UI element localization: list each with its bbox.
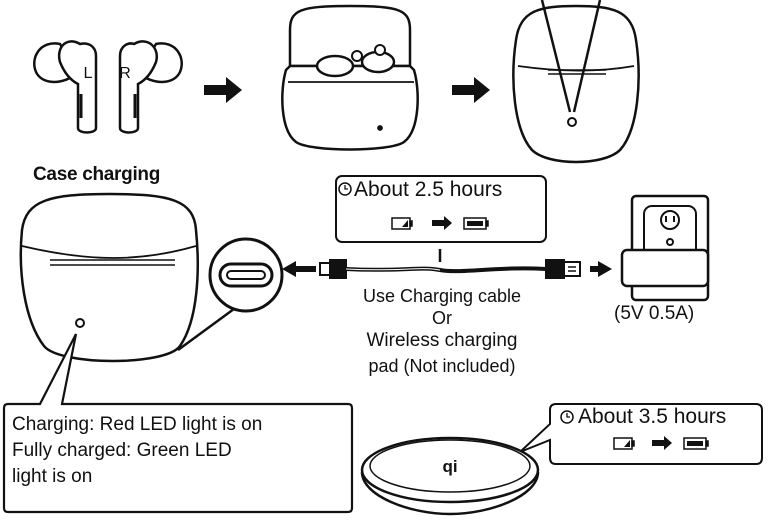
method-wireless-label-2: pad (Not included) bbox=[368, 356, 516, 376]
section-title: Case charging bbox=[33, 164, 161, 185]
charge-arrow-icon bbox=[652, 436, 672, 450]
cable-time-label: About 2.5 hours bbox=[354, 178, 503, 201]
open-case-icon bbox=[281, 4, 419, 151]
method-or-label: Or bbox=[432, 308, 452, 328]
qi-logo: qi bbox=[442, 457, 457, 476]
cable-time-bubble bbox=[335, 175, 547, 243]
step-arrow-1 bbox=[204, 77, 242, 103]
battery-full-icon bbox=[683, 437, 709, 450]
led-status-line: light is on bbox=[12, 466, 93, 487]
step-arrow-2 bbox=[452, 77, 490, 103]
right-earbud-icon bbox=[118, 40, 183, 134]
wireless-time-label: About 3.5 hours bbox=[578, 405, 727, 428]
charge-arrow-icon bbox=[432, 216, 452, 230]
led-status-line: Charging: Red LED light is on bbox=[12, 414, 263, 435]
battery-empty-icon bbox=[613, 437, 635, 450]
led-status-box bbox=[2, 333, 354, 514]
closed-case-icon bbox=[512, 0, 640, 164]
charging-cable-icon bbox=[282, 249, 612, 279]
led-status-line: Fully charged: Green LED bbox=[12, 440, 232, 461]
right-earbud-label: R bbox=[119, 65, 131, 82]
left-earbud-icon bbox=[33, 40, 98, 134]
left-earbud-label: L bbox=[84, 65, 93, 82]
adapter-spec-label: (5V 0.5A) bbox=[614, 303, 695, 324]
led-status-text: Charging: Red LED light is on Fully char… bbox=[12, 412, 352, 490]
battery-empty-icon bbox=[391, 217, 413, 230]
battery-full-icon bbox=[463, 217, 489, 230]
charging-case-icon bbox=[19, 192, 239, 363]
wall-outlet-icon bbox=[620, 194, 710, 302]
method-cable-label: Use Charging cable bbox=[362, 286, 522, 306]
usb-c-port-icon bbox=[208, 237, 284, 313]
method-wireless-label-1: Wireless charging bbox=[366, 330, 518, 351]
wireless-charging-pad-icon bbox=[360, 436, 540, 516]
